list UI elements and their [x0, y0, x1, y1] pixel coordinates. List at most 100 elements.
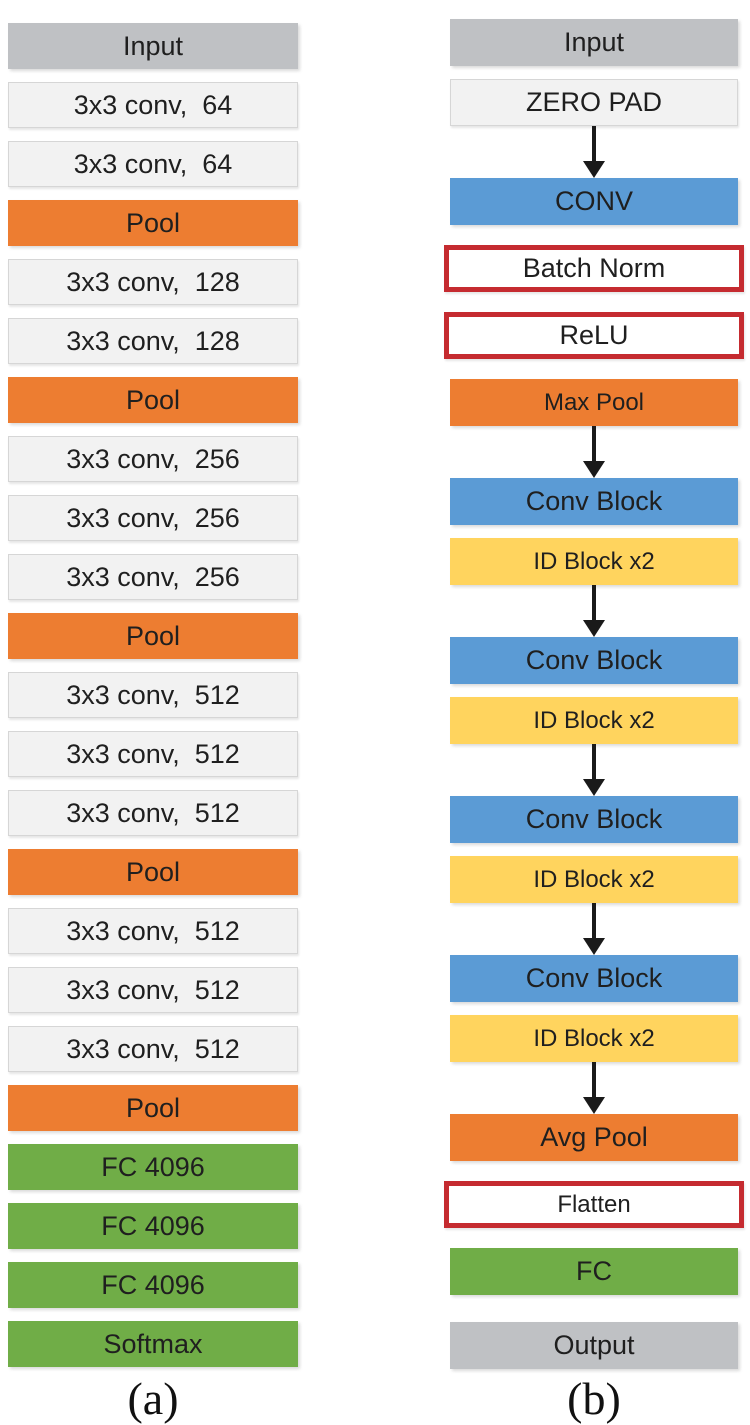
- layer-label: Pool: [125, 384, 181, 415]
- layer-label: 3x3 conv, 512: [66, 738, 240, 769]
- layer-block-light: ZERO PAD: [450, 79, 738, 126]
- layer-label: Batch Norm: [522, 253, 666, 283]
- layer-label: Pool: [125, 856, 181, 887]
- layer-label: Conv Block: [525, 486, 663, 516]
- layer-label: ReLU: [559, 320, 629, 350]
- layer-block-red: ReLU: [444, 312, 744, 359]
- layer-label: Input: [122, 30, 184, 61]
- layer-label: Conv Block: [525, 804, 663, 834]
- flow-arrow-down: [450, 1062, 738, 1114]
- layer-label: ID Block x2: [533, 706, 655, 734]
- layer-block-orange: Pool: [8, 1085, 298, 1131]
- flow-arrow-down: [450, 585, 738, 637]
- layer-block-orange: Max Pool: [450, 379, 738, 426]
- layer-block-light: 3x3 conv, 64: [8, 141, 298, 187]
- layer-block-light: 3x3 conv, 512: [8, 1026, 298, 1072]
- layer-block-orange: Pool: [8, 377, 298, 423]
- layer-block-light: 3x3 conv, 512: [8, 967, 298, 1013]
- layer-label: 3x3 conv, 512: [66, 679, 240, 710]
- panel-b-resnet-column: Input ZERO PAD CONV Batch Norm ReLU: [444, 6, 744, 1369]
- arrow-line: [592, 426, 596, 462]
- layer-block-yellow: ID Block x2: [450, 538, 738, 585]
- arrow-head-icon: [583, 161, 605, 178]
- layer-label: 3x3 conv, 256: [66, 443, 240, 474]
- flow-arrow-down: [450, 903, 738, 955]
- flow-arrow-down: [450, 744, 738, 796]
- layer-label: Softmax: [103, 1328, 203, 1359]
- flow-arrow-down: [450, 126, 738, 178]
- layer-block-light: 3x3 conv, 256: [8, 554, 298, 600]
- layer-label: Pool: [125, 1092, 181, 1123]
- layer-block-blue: Conv Block: [450, 955, 738, 1002]
- arrow-line: [592, 126, 596, 162]
- layer-label: ID Block x2: [533, 547, 655, 575]
- layer-block-gray: Output: [450, 1322, 738, 1369]
- layer-label: 3x3 conv, 512: [66, 974, 240, 1005]
- layer-label: ZERO PAD: [525, 87, 662, 117]
- layer-label: 3x3 conv, 512: [66, 1033, 240, 1064]
- flow-arrow-down: [450, 426, 738, 478]
- layer-label: FC 4096: [101, 1269, 205, 1300]
- layer-label: FC 4096: [101, 1151, 205, 1182]
- layer-block-green: FC: [450, 1248, 738, 1295]
- layer-block-green: FC 4096: [8, 1144, 298, 1190]
- layer-label: Flatten: [557, 1190, 631, 1218]
- layer-label: Pool: [125, 207, 181, 238]
- layer-label: CONV: [554, 186, 633, 216]
- layer-block-yellow: ID Block x2: [450, 856, 738, 903]
- arrow-line: [592, 1062, 596, 1098]
- layer-block-orange: Pool: [8, 613, 298, 659]
- layer-block-green: Softmax: [8, 1321, 298, 1367]
- layer-block-orange: Pool: [8, 200, 298, 246]
- layer-block-light: 3x3 conv, 512: [8, 731, 298, 777]
- layer-block-orange: Avg Pool: [450, 1114, 738, 1161]
- layer-block-light: 3x3 conv, 64: [8, 82, 298, 128]
- layer-block-light: 3x3 conv, 128: [8, 259, 298, 305]
- layer-label: ID Block x2: [533, 865, 655, 893]
- layer-block-green: FC 4096: [8, 1262, 298, 1308]
- layer-label: Conv Block: [525, 645, 663, 675]
- layer-label: Pool: [125, 620, 181, 651]
- layer-block-blue: Conv Block: [450, 796, 738, 843]
- layer-label: Conv Block: [525, 963, 663, 993]
- layer-label: Avg Pool: [540, 1122, 648, 1152]
- layer-block-yellow: ID Block x2: [450, 697, 738, 744]
- layer-label: Output: [553, 1330, 635, 1360]
- layer-block-light: 3x3 conv, 128: [8, 318, 298, 364]
- layer-block-orange: Pool: [8, 849, 298, 895]
- arrow-head-icon: [583, 461, 605, 478]
- layer-block-blue: Conv Block: [450, 637, 738, 684]
- layer-label: 3x3 conv, 256: [66, 561, 240, 592]
- layer-label: 3x3 conv, 64: [73, 148, 233, 179]
- layer-label: 3x3 conv, 64: [73, 89, 233, 120]
- arrow-head-icon: [583, 620, 605, 637]
- layer-block-light: 3x3 conv, 512: [8, 790, 298, 836]
- layer-block-red: Batch Norm: [444, 245, 744, 292]
- layer-block-green: FC 4096: [8, 1203, 298, 1249]
- arrow-head-icon: [583, 779, 605, 796]
- layer-block-red: Flatten: [444, 1181, 744, 1228]
- layer-label: Max Pool: [543, 388, 645, 416]
- layer-block-yellow: ID Block x2: [450, 1015, 738, 1062]
- layer-block-light: 3x3 conv, 256: [8, 436, 298, 482]
- layer-label: 3x3 conv, 128: [66, 266, 240, 297]
- layer-label: FC: [576, 1256, 612, 1286]
- layer-label: FC 4096: [101, 1210, 205, 1241]
- arrow-line: [592, 744, 596, 780]
- layer-block-light: 3x3 conv, 512: [8, 908, 298, 954]
- layer-label: Input: [563, 27, 625, 57]
- panel-b-caption: (b): [567, 1373, 621, 1424]
- layer-block-gray: Input: [8, 23, 298, 69]
- arrow-line: [592, 903, 596, 939]
- arrow-head-icon: [583, 1097, 605, 1114]
- panel-a-vgg-column: Input 3x3 conv, 64 3x3 conv, 64 Pool 3x3…: [8, 10, 298, 1367]
- layer-block-light: 3x3 conv, 256: [8, 495, 298, 541]
- layer-block-gray: Input: [450, 19, 738, 66]
- arrow-line: [592, 585, 596, 621]
- layer-label: 3x3 conv, 512: [66, 915, 240, 946]
- layer-label: ID Block x2: [533, 1024, 655, 1052]
- layer-label: 3x3 conv, 512: [66, 797, 240, 828]
- layer-block-blue: Conv Block: [450, 478, 738, 525]
- panel-a-caption: (a): [127, 1373, 179, 1424]
